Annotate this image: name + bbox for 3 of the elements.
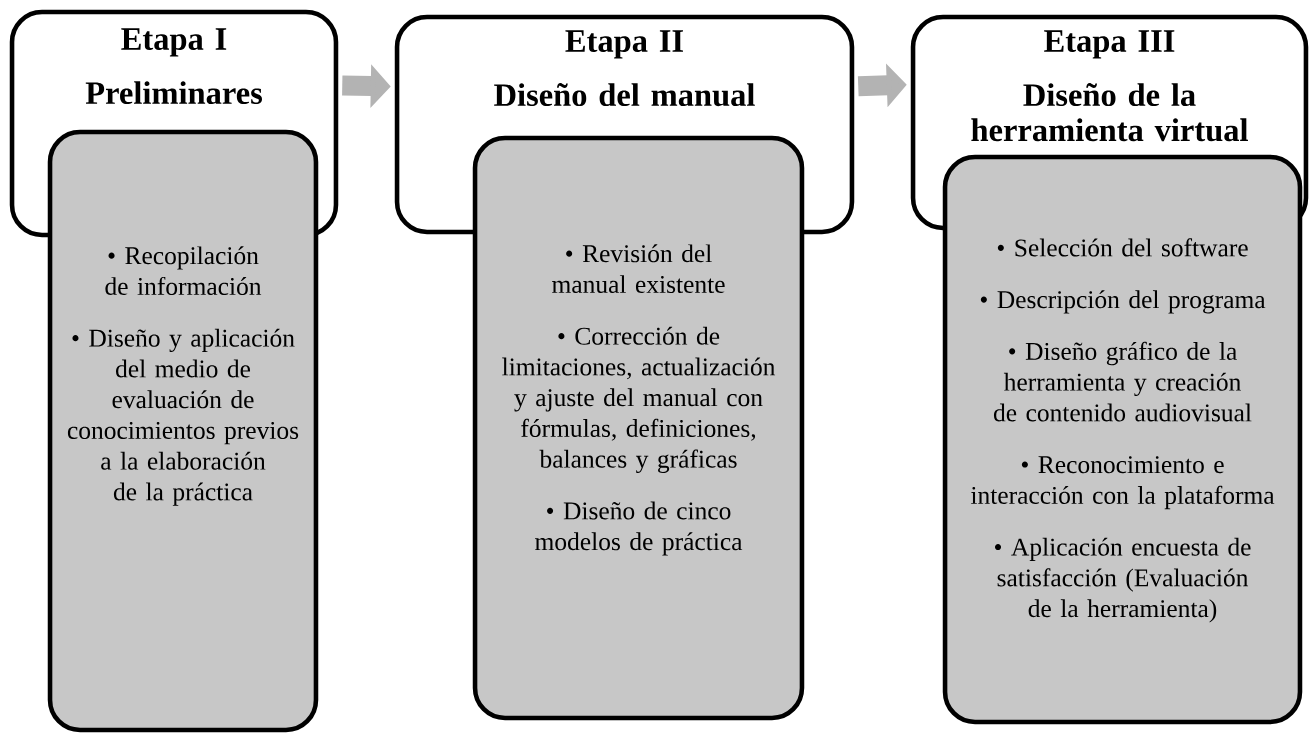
task-list-box: • Revisión del manual existente • Corrección de limitaciones, actualización y ajuste del manual con fórmulas, definiciones, balances y gráficas • Diseño de cinco modelos de práctica [472, 135, 805, 721]
task-list-box: • Selección del software • Descripción del programa • Diseño gráfico de la herramienta y creación de contenido audiovisual • Reconocimiento e interacción con la plataforma • Aplicación encuesta de satisfacción (Evaluación de la herramienta) [942, 154, 1303, 725]
task-list-box: • Recopilación de información • Diseño y aplicación del medio de evaluación de conocimientos previos a la elaboración de la práctica [47, 129, 319, 733]
